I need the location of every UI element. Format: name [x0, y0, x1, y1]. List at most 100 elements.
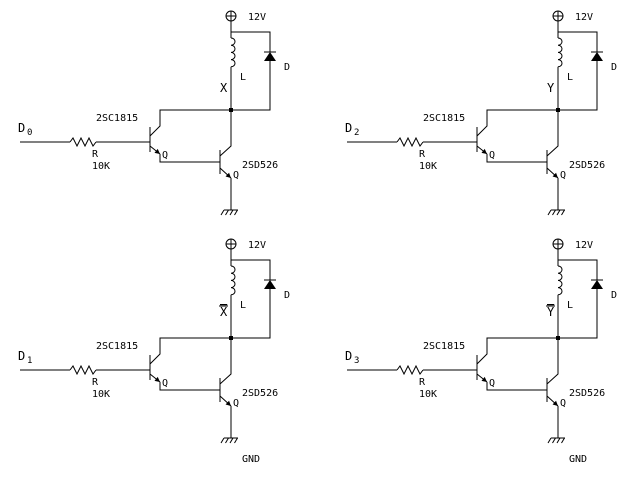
input-label: D: [345, 349, 352, 363]
input-subscript: 3: [354, 356, 359, 366]
coil-label: L: [240, 300, 246, 311]
power-emitter-arrow-icon: [552, 400, 558, 406]
relay-coil: [557, 37, 563, 68]
flyback-diode-icon: [264, 280, 276, 289]
driver-emitter-to-base-wire: [159, 382, 220, 391]
supply-voltage-label: 12V: [575, 240, 593, 251]
resistor-name-label: R: [92, 149, 99, 160]
driver-emitter-to-base-wire: [486, 154, 547, 163]
power-emitter-arrow-icon: [552, 172, 558, 178]
driver-transistor-label: 2SC1815: [96, 341, 138, 352]
driver-transistor-label: 2SC1815: [423, 341, 465, 352]
ground-hatch-0: [547, 209, 552, 216]
resistor-value-label: 10K: [419, 389, 437, 400]
driver-collector-wire: [149, 109, 231, 137]
diode-bottom-wire: [231, 61, 271, 111]
power-collector-wire: [219, 110, 232, 157]
driver-collector-wire: [476, 337, 558, 365]
driver-collector-wire: [149, 337, 231, 365]
input-resistor: [69, 364, 97, 376]
diode-top-wire: [231, 31, 271, 52]
resistor-value-label: 10K: [419, 161, 437, 172]
resistor-name-label: R: [419, 149, 426, 160]
ground-hatch-0: [220, 209, 225, 216]
flyback-diode-icon: [264, 52, 276, 61]
power-tag-label: Q: [233, 170, 239, 181]
ground-hatch-3: [234, 437, 238, 444]
driver-tag-label: Q: [162, 378, 168, 389]
power-transistor-label: 2SD526: [242, 388, 278, 399]
input-subscript: 1: [27, 356, 32, 366]
diode-label: D: [284, 290, 290, 301]
ground-hatch-2: [229, 437, 234, 444]
ground-hatch-2: [229, 209, 234, 216]
diode-top-wire: [231, 259, 271, 280]
power-tag-label: Q: [233, 398, 239, 409]
diode-bottom-wire: [558, 289, 598, 339]
diode-bottom-wire: [558, 61, 598, 111]
resistor-name-label: R: [419, 377, 426, 388]
driver-emitter-to-base-wire: [159, 154, 220, 163]
driver-collector-wire: [476, 109, 558, 137]
coil-label: L: [240, 72, 246, 83]
input-resistor: [69, 136, 97, 148]
resistor-name-label: R: [92, 377, 99, 388]
ground-hatch-2: [556, 437, 561, 444]
flyback-diode-icon: [591, 52, 603, 61]
relay-coil: [230, 37, 236, 68]
power-collector-wire: [546, 338, 559, 385]
ground-label: GND: [569, 454, 587, 465]
supply-voltage-label: 12V: [248, 12, 266, 23]
output-node-label: X: [220, 305, 228, 319]
ground-hatch-3: [234, 209, 238, 216]
driver-emitter-arrow-icon: [481, 148, 487, 154]
ground-hatch-3: [561, 437, 565, 444]
ground-hatch-1: [552, 437, 556, 444]
power-emitter-arrow-icon: [225, 172, 231, 178]
power-tag-label: Q: [560, 398, 566, 409]
input-label: D: [18, 121, 25, 135]
driver-tag-label: Q: [162, 150, 168, 161]
input-subscript: 2: [354, 128, 359, 138]
supply-voltage-label: 12V: [575, 12, 593, 23]
ground-hatch-0: [547, 437, 552, 444]
supply-voltage-label: 12V: [248, 240, 266, 251]
power-collector-wire: [219, 338, 232, 385]
driver-emitter-arrow-icon: [481, 376, 487, 382]
power-collector-wire: [546, 110, 559, 157]
output-node-label: X: [220, 81, 228, 95]
power-transistor-label: 2SD526: [569, 388, 605, 399]
driver-transistor-label: 2SC1815: [423, 113, 465, 124]
driver-emitter-arrow-icon: [154, 148, 160, 154]
coil-label: L: [567, 300, 573, 311]
relay-coil: [230, 265, 236, 296]
diode-label: D: [611, 290, 617, 301]
resistor-value-label: 10K: [92, 389, 110, 400]
ground-hatch-3: [561, 209, 565, 216]
driver-emitter-to-base-wire: [486, 382, 547, 391]
diode-label: D: [284, 62, 290, 73]
ground-hatch-1: [552, 209, 556, 216]
ground-label: GND: [242, 454, 260, 465]
diode-bottom-wire: [231, 289, 271, 339]
ground-hatch-0: [220, 437, 225, 444]
power-tag-label: Q: [560, 170, 566, 181]
driver-emitter-arrow-icon: [154, 376, 160, 382]
diode-top-wire: [558, 259, 598, 280]
ground-hatch-2: [556, 209, 561, 216]
input-subscript: 0: [27, 128, 32, 138]
relay-coil: [557, 265, 563, 296]
driver-tag-label: Q: [489, 378, 495, 389]
output-node-label: Y: [547, 305, 555, 319]
power-emitter-arrow-icon: [225, 400, 231, 406]
ground-hatch-1: [225, 437, 229, 444]
driver-tag-label: Q: [489, 150, 495, 161]
output-node-label: Y: [547, 81, 555, 95]
power-transistor-label: 2SD526: [569, 160, 605, 171]
driver-transistor-label: 2SC1815: [96, 113, 138, 124]
power-transistor-label: 2SD526: [242, 160, 278, 171]
diode-top-wire: [558, 31, 598, 52]
